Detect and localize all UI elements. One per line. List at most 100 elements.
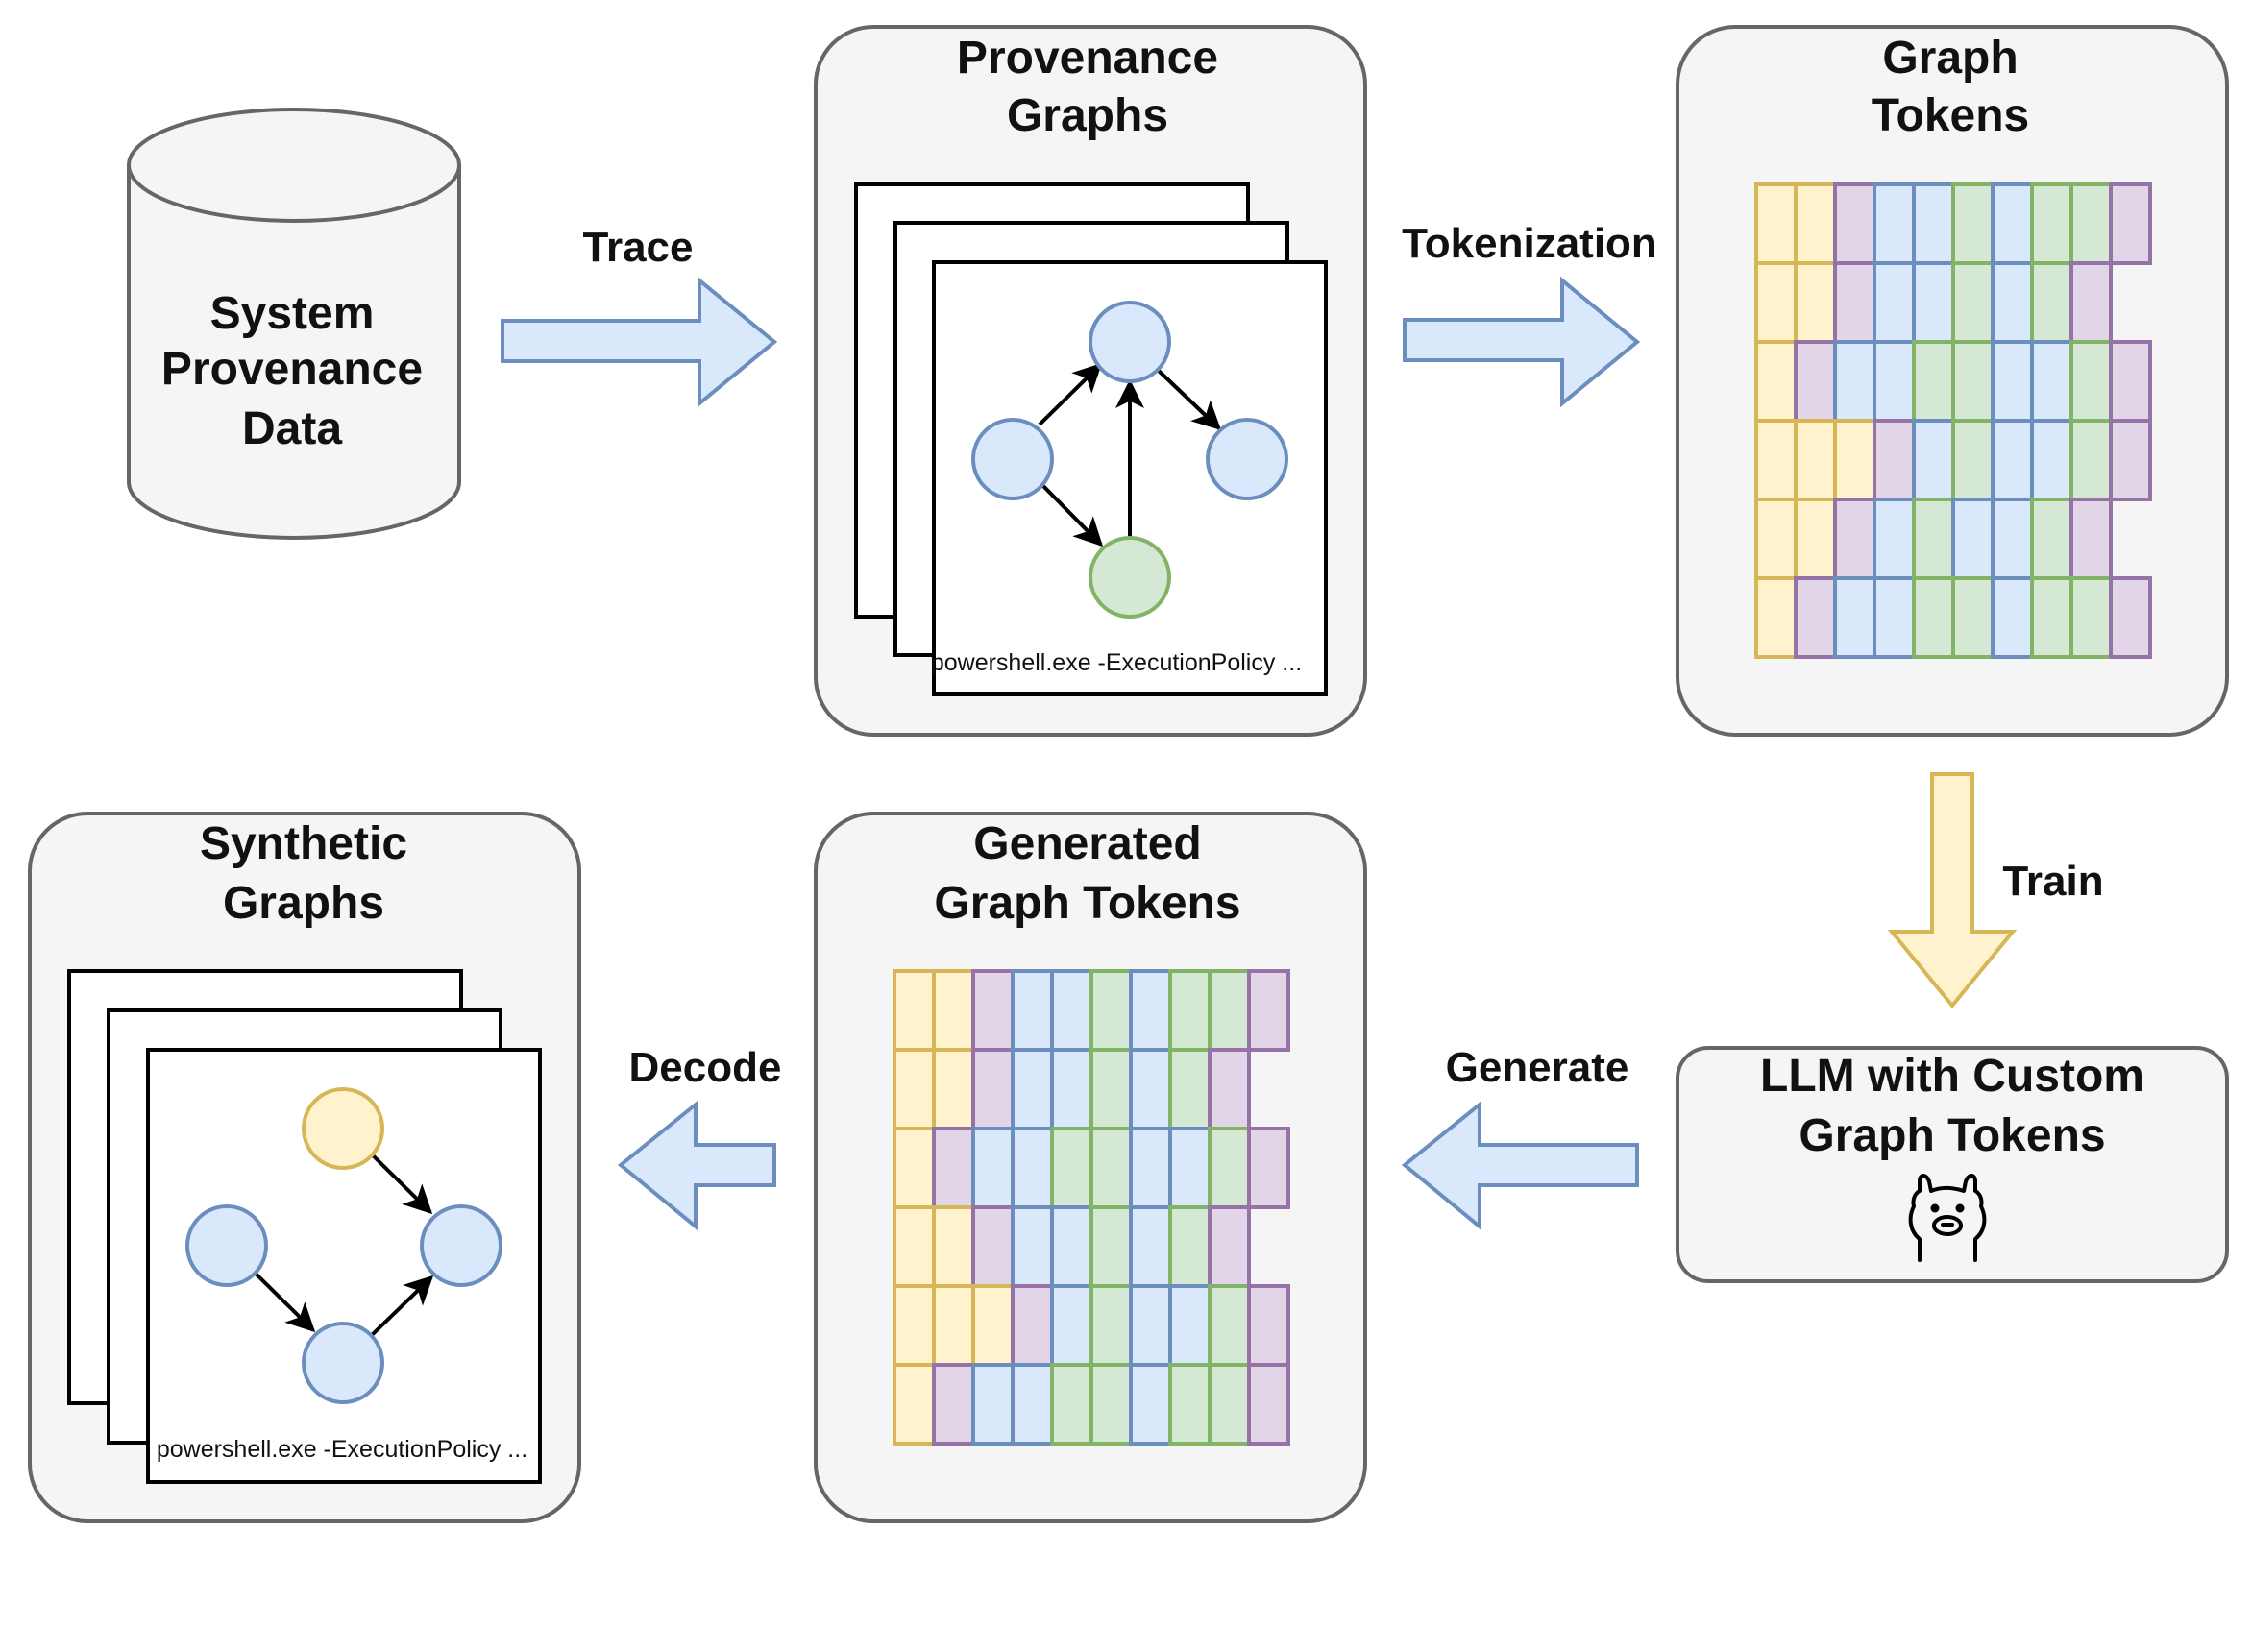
generated-token-cell-r4-c6 [1129,1284,1172,1367]
provenance-graph-edges [1038,362,1222,547]
token-cell-r2-c2 [1833,340,1876,423]
llama-icon [1908,1174,1987,1262]
token-cell-r1-c0 [1754,261,1798,344]
generated-token-cell-r2-c7 [1168,1127,1212,1209]
generated-token-cell-r3-c1 [932,1205,975,1288]
synthetic-graph-caption: powershell.exe -ExecutionPolicy ... [157,1436,527,1463]
generated-graph-tokens-panel: Generated Graph Tokens [814,812,1367,1523]
token-cell-r3-c5 [1951,419,1995,501]
generated-token-cell-r0-c1 [932,969,975,1052]
provenance-graphs-title-line-2: Graphs [1007,90,1168,141]
token-cell-r3-c9 [2109,419,2152,501]
token-cell-r0-c9 [2109,182,2152,265]
generated-token-cell-r4-c5 [1089,1284,1133,1367]
token-cell-r1-c1 [1794,261,1837,344]
token-cell-r3-c4 [1912,419,1955,501]
train-label: Train [2002,858,2103,905]
generated-token-cell-r2-c4 [1050,1127,1093,1209]
generated-token-cell-r3-c7 [1168,1205,1212,1288]
generated-token-cell-r3-c6 [1129,1205,1172,1288]
token-cell-r1-c5 [1951,261,1995,344]
graph-node-top [1089,301,1171,383]
synthetic-graphs-title-line-1: Synthetic [200,818,407,869]
token-cell-r0-c0 [1754,182,1798,265]
token-cell-r1-c3 [1873,261,1916,344]
generated-token-cell-r2-c6 [1129,1127,1172,1209]
generate-label: Generate [1446,1044,1629,1091]
token-cell-r2-c5 [1951,340,1995,423]
token-cell-r2-c0 [1754,340,1798,423]
token-cell-r4-c7 [2030,498,2073,580]
token-cell-r4-c5 [1951,498,1995,580]
token-cell-r2-c9 [2109,340,2152,423]
generated-token-cell-r0-c3 [1011,969,1054,1052]
token-cell-r5-c8 [2069,576,2113,659]
token-cell-r0-c3 [1873,182,1916,265]
generated-token-cell-r2-c5 [1089,1127,1133,1209]
token-cell-r5-c0 [1754,576,1798,659]
generated-token-cell-r0-c7 [1168,969,1212,1052]
token-cell-r3-c7 [2030,419,2073,501]
generated-token-cell-r3-c4 [1050,1205,1093,1288]
generated-token-cell-r4-c0 [893,1284,936,1367]
generated-token-cell-r3-c8 [1208,1205,1251,1288]
token-cell-r2-c1 [1794,340,1837,423]
token-cell-r4-c1 [1794,498,1837,580]
token-cell-r3-c1 [1794,419,1837,501]
token-cell-r4-c4 [1912,498,1955,580]
generated-token-cell-r2-c3 [1011,1127,1054,1209]
token-cell-r5-c5 [1951,576,1995,659]
generated-token-cell-r3-c2 [971,1205,1015,1288]
token-cell-r1-c8 [2069,261,2113,344]
synthetic-node-bottom [302,1322,384,1404]
token-cell-r0-c6 [1991,182,2034,265]
graph-tokens-panel: Graph Tokens [1676,25,2229,737]
generated-token-cell-r0-c6 [1129,969,1172,1052]
llm-panel: LLM with Custom Graph Tokens [1676,1046,2229,1283]
tokenization-label: Tokenization [1402,220,1657,267]
generated-token-cell-r1-c2 [971,1048,1015,1130]
graph-tokens-title-line-2: Tokens [1872,90,2029,141]
token-cell-r2-c6 [1991,340,2034,423]
token-cell-r5-c9 [2109,576,2152,659]
token-cell-r5-c4 [1912,576,1955,659]
generated-tokens-title-line-2: Graph Tokens [934,878,1240,929]
token-cell-r3-c2 [1833,419,1876,501]
generate-arrow: Generate [1401,1044,1639,1231]
generated-token-cell-r1-c5 [1089,1048,1133,1130]
graph-node-bottom [1089,536,1171,619]
token-cell-r0-c5 [1951,182,1995,265]
token-cell-r5-c3 [1873,576,1916,659]
generated-token-cell-r1-c7 [1168,1048,1212,1130]
generated-token-cell-r5-c9 [1247,1363,1290,1446]
token-cell-r1-c7 [2030,261,2073,344]
generated-token-cell-r4-c1 [932,1284,975,1367]
generated-token-cell-r1-c6 [1129,1048,1172,1130]
token-cell-r5-c1 [1794,576,1837,659]
generated-token-cell-r4-c3 [1011,1284,1054,1367]
generated-token-cell-r4-c7 [1168,1284,1212,1367]
graph-tokens-grid [1754,182,2152,659]
token-cell-r4-c8 [2069,498,2113,580]
token-cell-r2-c8 [2069,340,2113,423]
generated-token-cell-r5-c3 [1011,1363,1054,1446]
token-cell-r2-c7 [2030,340,2073,423]
graph-node-right [1206,418,1288,500]
generated-token-cell-r1-c4 [1050,1048,1093,1130]
token-cell-r2-c3 [1873,340,1916,423]
generated-token-cell-r1-c1 [932,1048,975,1130]
synthetic-graph-edges [251,1151,434,1337]
token-cell-r1-c6 [1991,261,2034,344]
token-cell-r5-c7 [2030,576,2073,659]
token-cell-r0-c8 [2069,182,2113,265]
token-cell-r0-c7 [2030,182,2073,265]
token-cell-r4-c2 [1833,498,1876,580]
generated-token-cell-r1-c0 [893,1048,936,1130]
generated-token-cell-r2-c9 [1247,1127,1290,1209]
provenance-graphs-title-line-1: Provenance [957,33,1218,84]
token-cell-r3-c8 [2069,419,2113,501]
token-cell-r0-c2 [1833,182,1876,265]
decode-label: Decode [629,1044,782,1091]
token-cell-r4-c6 [1991,498,2034,580]
